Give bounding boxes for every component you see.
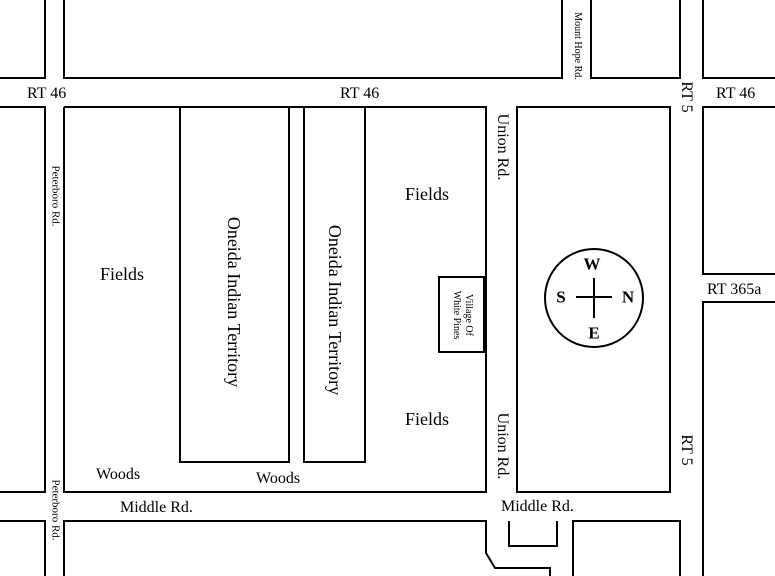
label-rt5-lower: RT 5 bbox=[678, 434, 695, 466]
block-right-lower bbox=[702, 301, 775, 576]
label-rt5-upper: RT 5 bbox=[678, 81, 695, 113]
label-union-rd-lower: Union Rd. bbox=[494, 412, 511, 480]
label-woods-left: Woods bbox=[96, 466, 141, 483]
label-rt46-left: RT 46 bbox=[27, 85, 67, 102]
label-union-rd-upper: Union Rd. bbox=[494, 113, 511, 181]
block-main bbox=[63, 106, 487, 493]
block-bottom-right bbox=[572, 520, 681, 576]
block-bottom-left bbox=[0, 520, 46, 576]
label-peterboro-rd-upper: Peterboro Rd. bbox=[49, 165, 62, 227]
block-right-upper bbox=[702, 106, 775, 275]
block-top-left bbox=[0, 0, 46, 79]
block-top-right-mid bbox=[590, 0, 681, 79]
village-label: Village Of White Pines bbox=[450, 290, 474, 339]
label-middle-rd-right: Middle Rd. bbox=[501, 498, 574, 515]
label-oneida-territory-1: Oneida Indian Territory bbox=[224, 216, 244, 388]
block-east bbox=[516, 106, 671, 493]
village-of-white-pines: Village Of White Pines bbox=[438, 276, 485, 353]
compass-left-letter: S bbox=[556, 287, 566, 307]
compass-bottom-letter: E bbox=[588, 323, 600, 343]
label-middle-rd-left: Middle Rd. bbox=[120, 499, 193, 516]
block-top-center bbox=[63, 0, 563, 79]
label-mount-hope-rd: Mount Hope Rd. bbox=[572, 12, 583, 80]
label-fields-lower-right: Fields bbox=[404, 409, 450, 429]
label-oneida-territory-2: Oneida Indian Territory bbox=[325, 224, 345, 396]
block-left-strip bbox=[0, 106, 46, 493]
label-rt46-center: RT 46 bbox=[340, 85, 380, 102]
label-fields-left: Fields bbox=[99, 264, 145, 284]
compass-right-letter: N bbox=[621, 287, 635, 307]
compass-top-letter: W bbox=[583, 254, 601, 274]
road-notch bbox=[508, 521, 558, 547]
label-woods-center: Woods bbox=[256, 470, 301, 487]
village-label-line2: White Pines bbox=[450, 290, 462, 339]
label-rt365a: RT 365a bbox=[707, 281, 762, 298]
block-top-right bbox=[702, 0, 775, 79]
compass-circle bbox=[544, 248, 644, 348]
oneida-territory-1 bbox=[179, 106, 290, 463]
label-fields-upper-right: Fields bbox=[404, 184, 450, 204]
block-bottom-center bbox=[63, 520, 551, 576]
village-label-line1: Village Of bbox=[462, 293, 474, 336]
label-rt46-right: RT 46 bbox=[716, 85, 756, 102]
label-peterboro-rd-lower: Peterboro Rd. bbox=[49, 479, 62, 541]
oneida-territory-2 bbox=[303, 106, 366, 463]
